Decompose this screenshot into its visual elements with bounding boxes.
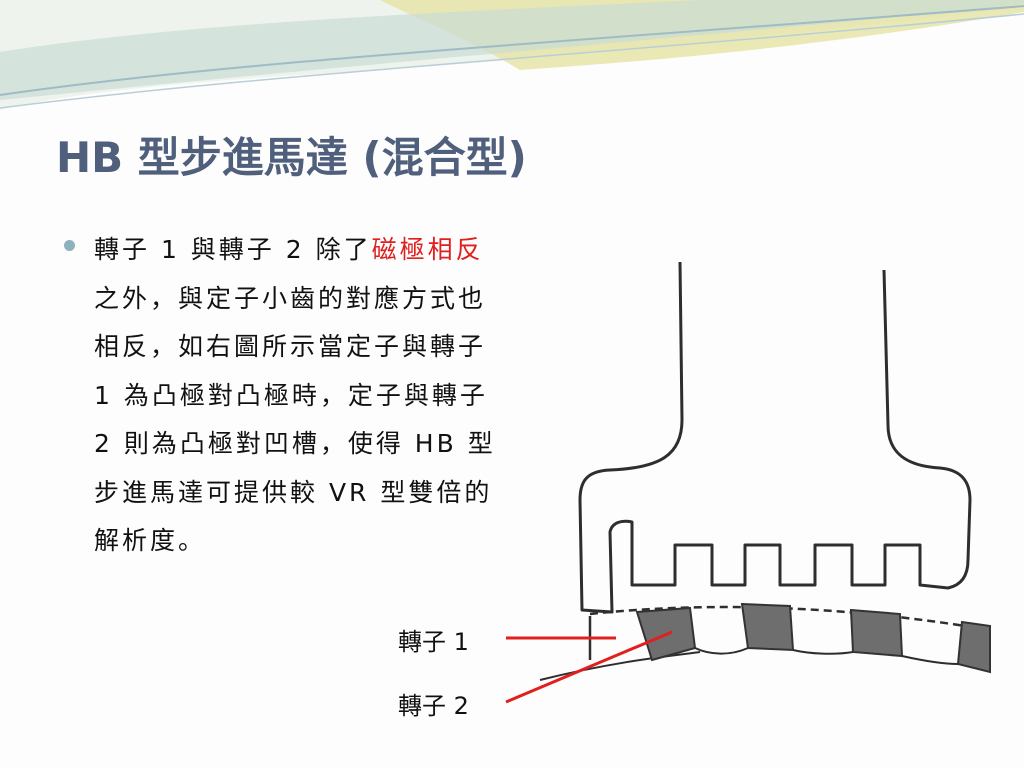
rotor-tooth <box>956 620 991 674</box>
rotor-tooth <box>849 608 904 658</box>
bullet-text-part2: 之外，與定子小齒的對應方式也相反，如右圖所示當定子與轉子 1 為凸極對凸極時，定… <box>94 283 496 556</box>
bullet-text: 轉子 1 與轉子 2 除了磁極相反之外，與定子小齒的對應方式也相反，如右圖所示當… <box>94 226 504 566</box>
pointer-rotor2 <box>505 630 673 704</box>
header-swoosh-decoration <box>0 0 1024 110</box>
stator-pole-outline <box>578 261 972 614</box>
bullet-marker <box>64 240 75 251</box>
rotor-arc-lower <box>539 651 701 681</box>
slide-title: HB 型步進馬達 (混合型) <box>56 133 527 182</box>
bullet-text-part1: 轉子 1 與轉子 2 除了 <box>94 235 372 264</box>
rotor-tooth <box>740 602 795 652</box>
label-rotor-2: 轉子 2 <box>398 692 469 720</box>
label-rotor-1: 轉子 1 <box>398 628 469 656</box>
stator-rotor-diagram <box>505 261 991 704</box>
bullet-text-highlight: 磁極相反 <box>371 235 484 264</box>
